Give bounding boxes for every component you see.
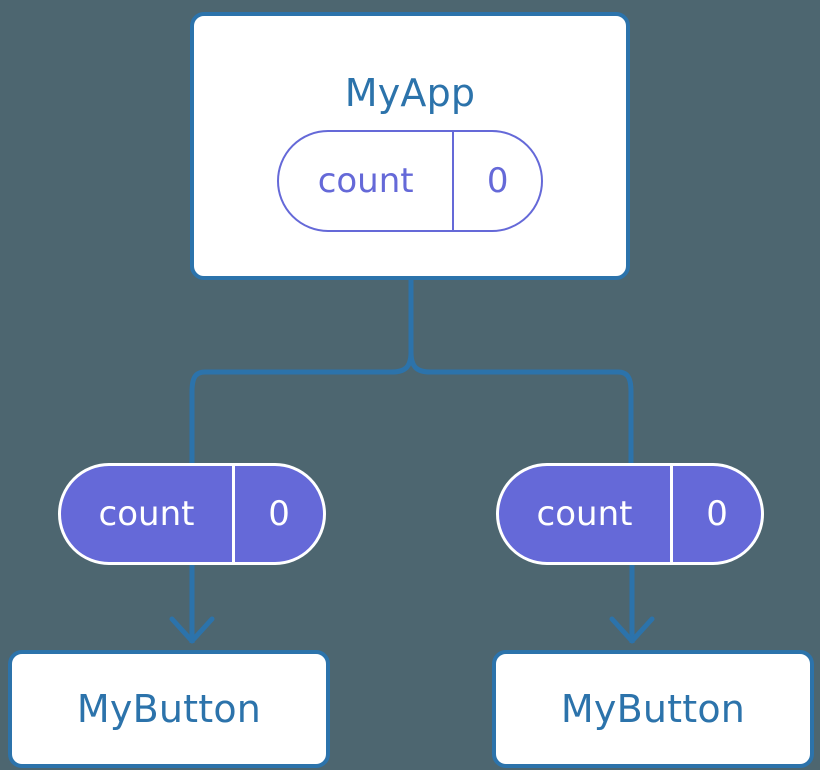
state-pill-child-right-count[interactable]: count 0: [496, 463, 764, 565]
component-title-mybutton-right: MyButton: [560, 687, 746, 731]
component-title-mybutton-left: MyButton: [76, 687, 262, 731]
state-pill-root-value: 0: [486, 161, 509, 201]
component-box-mybutton-left[interactable]: MyButton: [8, 650, 330, 768]
state-pill-child-right-value: 0: [706, 494, 728, 534]
arrow-head-left-icon: [169, 616, 215, 644]
state-pill-child-left-key: count: [61, 466, 236, 562]
state-pill-root-key: count: [279, 132, 455, 230]
state-pill-child-left-value: 0: [268, 494, 290, 534]
edge-branch-left: [189, 351, 414, 470]
component-title-myapp: MyApp: [344, 71, 476, 115]
state-pill-child-left-count[interactable]: count 0: [58, 463, 326, 565]
component-box-mybutton-right[interactable]: MyButton: [492, 650, 814, 768]
edge-branch-right: [408, 351, 634, 470]
state-pill-root-count[interactable]: count 0: [277, 130, 543, 232]
state-pill-child-right-key: count: [499, 466, 674, 562]
arrow-head-right-icon: [609, 616, 655, 644]
